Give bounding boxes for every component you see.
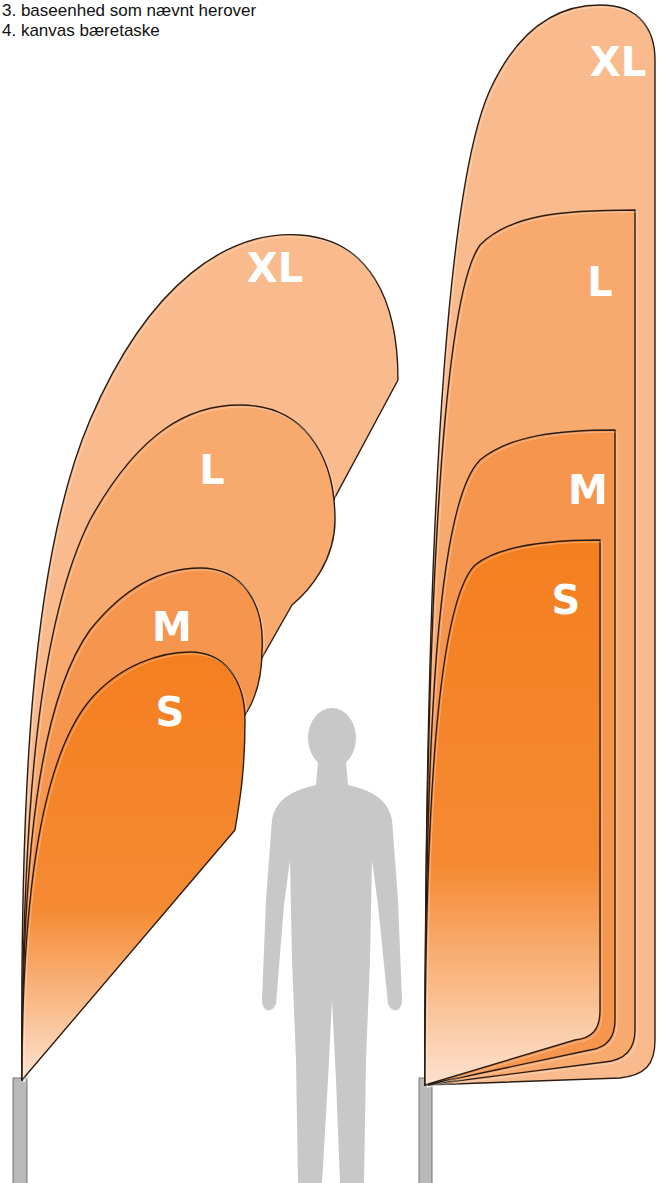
note-text: 4. kanvas bæretaske xyxy=(2,22,160,40)
size-label: L xyxy=(587,262,613,302)
flag-shape xyxy=(425,540,600,1085)
size-label: L xyxy=(199,450,225,490)
flag-banner: SM xyxy=(18,564,268,1084)
flag-outline xyxy=(18,648,250,1084)
flag-banner: SMLXL xyxy=(421,1,659,1089)
size-label: M xyxy=(568,470,608,510)
flag-shape xyxy=(22,568,262,1080)
flag-banner: SMLXL xyxy=(18,231,402,1084)
size-label: M xyxy=(152,607,192,647)
person-silhouette xyxy=(262,708,402,1183)
flag-pole xyxy=(13,1078,27,1183)
size-label: XL xyxy=(590,42,646,82)
flag-banner: SML xyxy=(18,401,338,1084)
flag-shape xyxy=(425,430,615,1085)
flag-shape xyxy=(425,5,655,1085)
flag-pole xyxy=(419,1078,432,1183)
flag-seam xyxy=(427,542,602,1087)
flag-shape xyxy=(22,652,245,1080)
flag-banner: S xyxy=(18,648,250,1084)
size-label: S xyxy=(156,692,185,732)
flag-seam xyxy=(24,654,247,1082)
flag-banner: SM xyxy=(421,426,619,1089)
flag-banner: S xyxy=(421,536,604,1089)
flag-shape xyxy=(22,405,335,1080)
note-text: 3. baseenhed som nævnt herover xyxy=(2,2,256,20)
flag-shape xyxy=(22,235,398,1080)
size-label: S xyxy=(552,580,581,620)
flag-banner: SML xyxy=(421,206,639,1089)
size-label: XL xyxy=(247,248,303,288)
